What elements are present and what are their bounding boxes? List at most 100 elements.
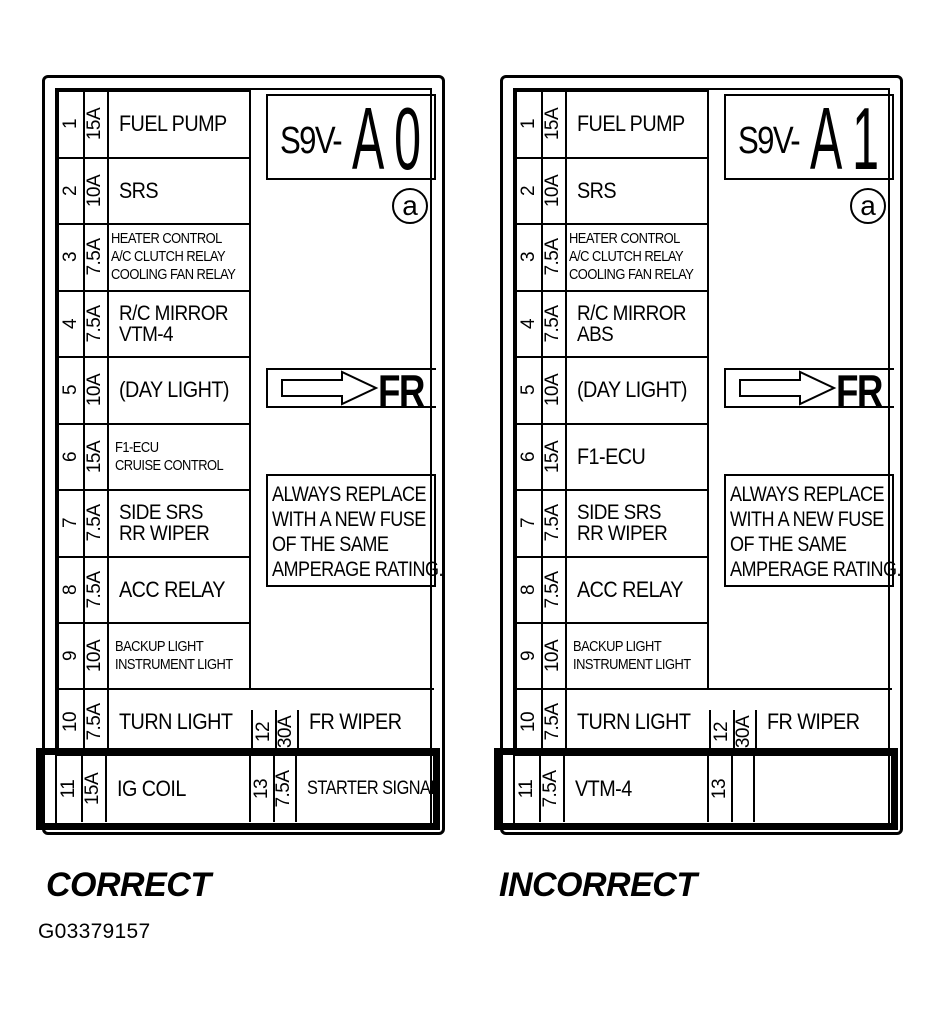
fuse-amperage: 7.5A <box>84 305 105 343</box>
notice-line: WITH A NEW FUSE <box>730 508 884 531</box>
fuse-amperage: 15A <box>84 108 105 141</box>
fuse-amperage-cell: 10A <box>83 158 109 223</box>
fuse-number: 6 <box>518 451 539 462</box>
fuse-label-line: RR WIPER <box>577 522 668 546</box>
fuse-number-cell: 1 <box>517 92 543 157</box>
caption-incorrect: INCORRECT <box>499 866 697 904</box>
fuse-number-cell: 8 <box>59 557 85 622</box>
circle-mark: a <box>850 188 886 224</box>
fuse-label-line: COOLING FAN RELAY <box>111 266 236 284</box>
highlight-frame <box>36 748 440 830</box>
fuse-number-cell: 6 <box>59 424 85 489</box>
fuse-label-line: COOLING FAN RELAY <box>569 266 694 284</box>
fuse-amperage-cell: 10A <box>541 358 567 423</box>
fuse-amperage: 7.5A <box>542 305 563 343</box>
fuse-label-line: CRUISE CONTROL <box>115 456 224 474</box>
fuse-amperage: 30A <box>275 715 296 749</box>
fuse-amperage-cell: 7.5A <box>83 291 109 356</box>
fuse-label-line: (DAY LIGHT) <box>119 377 229 403</box>
fuse-label-cell: SRS <box>565 158 709 223</box>
fuse-number-cell: 5 <box>59 358 85 423</box>
fuse-label-line: R/C MIRROR <box>577 301 687 325</box>
replace-notice: ALWAYS REPLACE WITH A NEW FUSE OF THE SA… <box>266 474 444 587</box>
front-direction-band: FR <box>266 365 436 417</box>
notice-line: WITH A NEW FUSE <box>272 508 426 531</box>
fuse-label: FR WIPER <box>767 709 860 734</box>
fuse-amperage-cell: 7.5A <box>83 491 109 556</box>
notice-line: ALWAYS REPLACE <box>730 483 885 506</box>
fuse-amperage: 10A <box>542 374 563 407</box>
fuse-amperage-cell: 15A <box>541 424 567 489</box>
notice-line: AMPERAGE RATING. <box>730 558 902 581</box>
fuse-number: 3 <box>60 252 81 263</box>
fuse-number: 5 <box>518 385 539 396</box>
fuse-label-line: SRS <box>119 177 159 203</box>
part-code-box: S9V- A0 <box>266 89 436 188</box>
replace-notice: ALWAYS REPLACE WITH A NEW FUSE OF THE SA… <box>724 474 902 587</box>
fuse-number-cell: 3 <box>59 225 85 290</box>
fuse-number: 9 <box>60 651 81 662</box>
fuse-number: 8 <box>60 584 81 595</box>
fuse-amperage: 10A <box>84 374 105 407</box>
right-arrow-icon <box>739 370 837 406</box>
fuse-label-line: INSTRUMENT LIGHT <box>573 656 691 674</box>
notice-line: OF THE SAME <box>272 533 389 556</box>
fuse-amperage: 10A <box>84 174 105 207</box>
fuse-label-line: SIDE SRS <box>577 501 661 525</box>
fuse-number-cell: 5 <box>517 358 543 423</box>
circle-mark: a <box>392 188 428 224</box>
fuse-amperage-cell: 15A <box>541 92 567 157</box>
notice-line: OF THE SAME <box>730 533 847 556</box>
fuse-number-cell: 2 <box>59 158 85 223</box>
fuse-number: 2 <box>60 185 81 196</box>
fuse-row-11-13: 11 15A IG COIL 13 7.5A STARTER SIGNAL <box>57 754 440 822</box>
fuse-label-line: ACC RELAY <box>119 576 225 602</box>
front-direction-band: FR <box>724 365 894 417</box>
fuse-number: 10 <box>60 711 81 733</box>
fuse-label-line: HEATER CONTROL <box>569 230 680 248</box>
fuse-amperage: 7.5A <box>84 703 105 741</box>
fuse-number: 4 <box>518 318 539 329</box>
label-frame <box>513 88 890 824</box>
fuse-number-cell: 4 <box>517 291 543 356</box>
fuse-label: TURN LIGHT <box>577 709 691 734</box>
label-frame <box>55 88 432 824</box>
fuse-label-cell: (DAY LIGHT) <box>107 358 251 423</box>
fuse-label-line: ABS <box>577 322 614 346</box>
fuse-label-line: R/C MIRROR <box>119 301 229 325</box>
fuse-label-line: ACC RELAY <box>577 576 683 602</box>
fuse-number: 7 <box>518 518 539 529</box>
fuse-label-line: BACKUP LIGHT <box>573 638 662 656</box>
fuse-amperage: 7.5A <box>542 571 563 609</box>
fuse-label-line: F1-ECU <box>115 438 159 456</box>
fuse-label-cell: ACC RELAY <box>107 557 251 622</box>
fuse-amperage: 10A <box>542 640 563 673</box>
fuse-row-11-13: 11 7.5A VTM-4 13 <box>515 754 892 822</box>
fuse-row-10-12: 10 7.5A TURN LIGHT 12 30A FR WIPER <box>515 688 892 754</box>
fuse-label-cell: F1-ECU <box>565 424 709 489</box>
fuse-number: 4 <box>60 318 81 329</box>
fuse-amperage: 7.5A <box>542 504 563 542</box>
fuse-amperage: 15A <box>542 108 563 141</box>
fuse-amperage-cell: 10A <box>541 624 567 689</box>
fuse-number-cell: 7 <box>517 491 543 556</box>
fuse-row-10-12: 10 7.5A TURN LIGHT 12 30A FR WIPER <box>57 688 434 754</box>
